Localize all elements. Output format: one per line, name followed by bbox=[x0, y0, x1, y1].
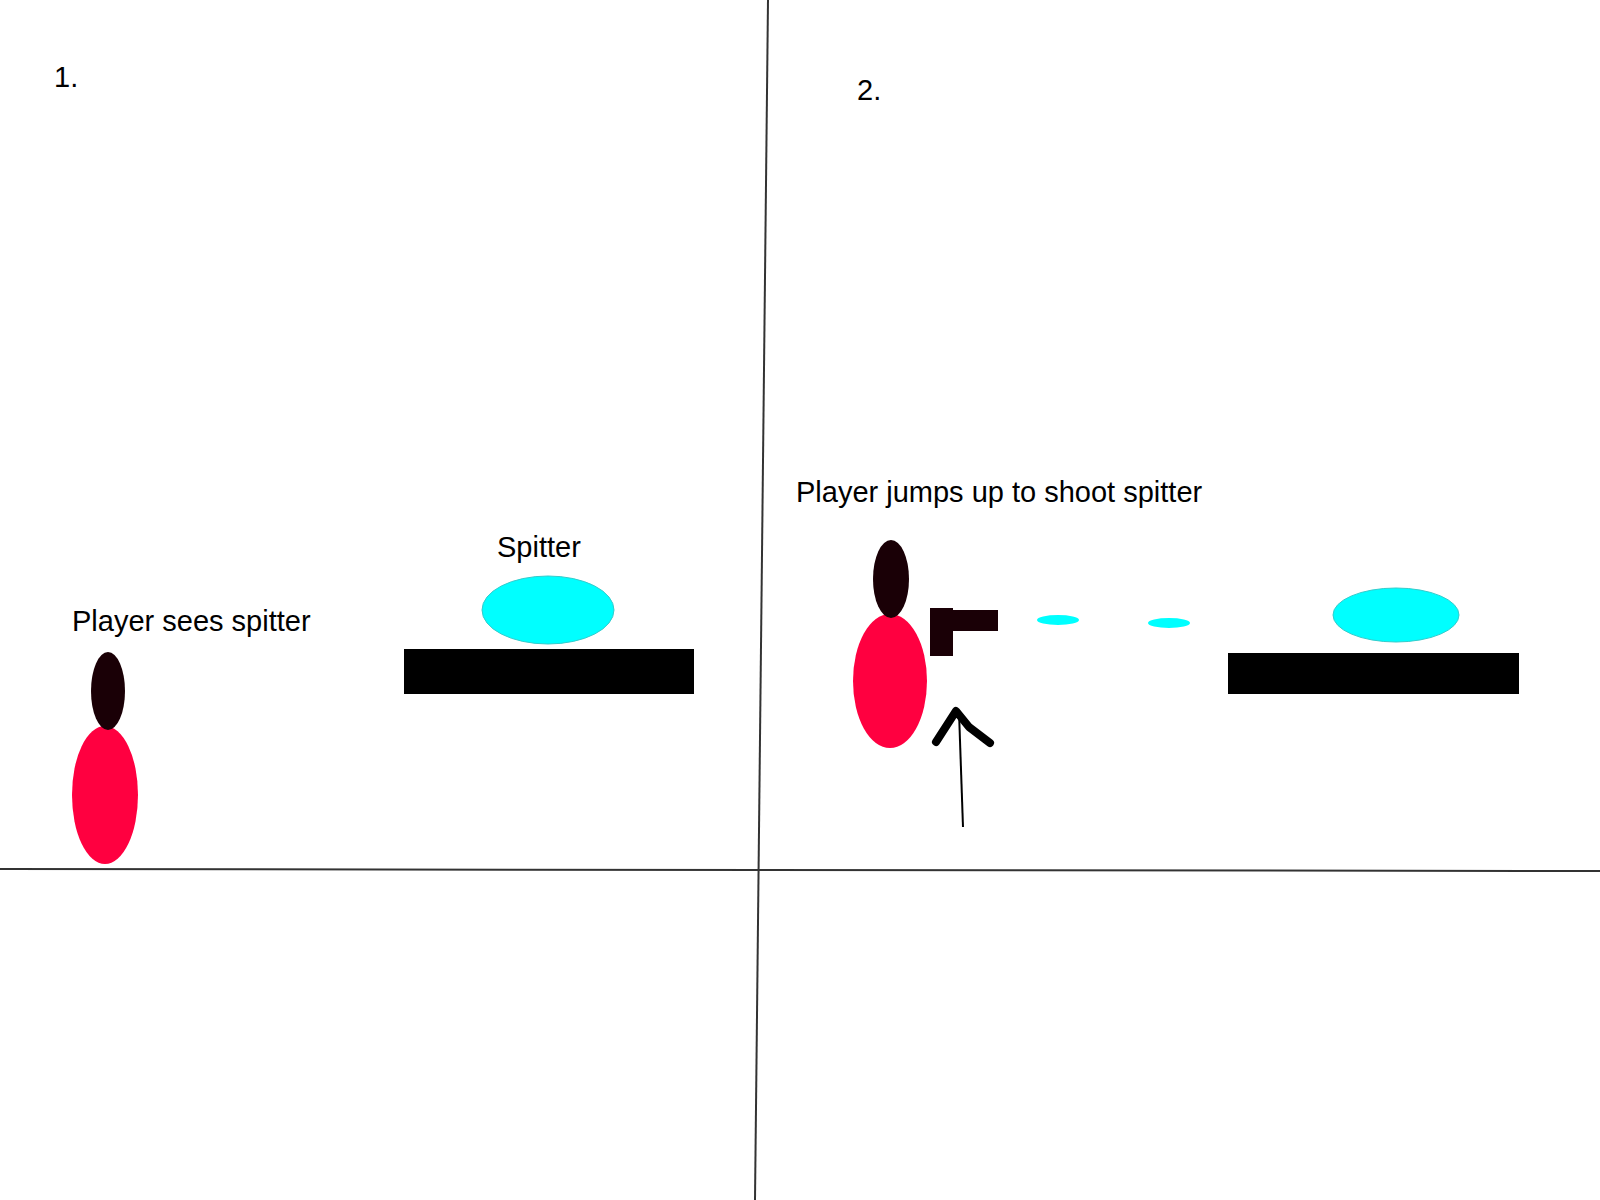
player-head bbox=[873, 540, 909, 618]
panel-caption: Player sees spitter bbox=[72, 604, 311, 638]
gun-barrel bbox=[930, 610, 998, 631]
panel-divider bbox=[755, 0, 768, 1200]
panel-divider bbox=[0, 869, 1600, 871]
player-head bbox=[91, 652, 125, 730]
jump-arrow-head bbox=[936, 711, 990, 743]
bullet bbox=[1148, 618, 1190, 628]
enemy-label: Spitter bbox=[497, 530, 581, 564]
platform bbox=[1228, 653, 1519, 694]
spitter-enemy bbox=[1333, 588, 1459, 642]
panel-caption: Player jumps up to shoot spitter bbox=[796, 475, 1202, 509]
panel-number: 1. bbox=[54, 60, 78, 94]
player-body bbox=[72, 726, 138, 864]
spitter-enemy bbox=[482, 576, 614, 644]
platform bbox=[404, 649, 694, 694]
panel-number: 2. bbox=[857, 73, 881, 107]
bullet bbox=[1037, 615, 1079, 625]
player-body bbox=[853, 614, 927, 748]
jump-arrow-shaft bbox=[959, 712, 963, 827]
